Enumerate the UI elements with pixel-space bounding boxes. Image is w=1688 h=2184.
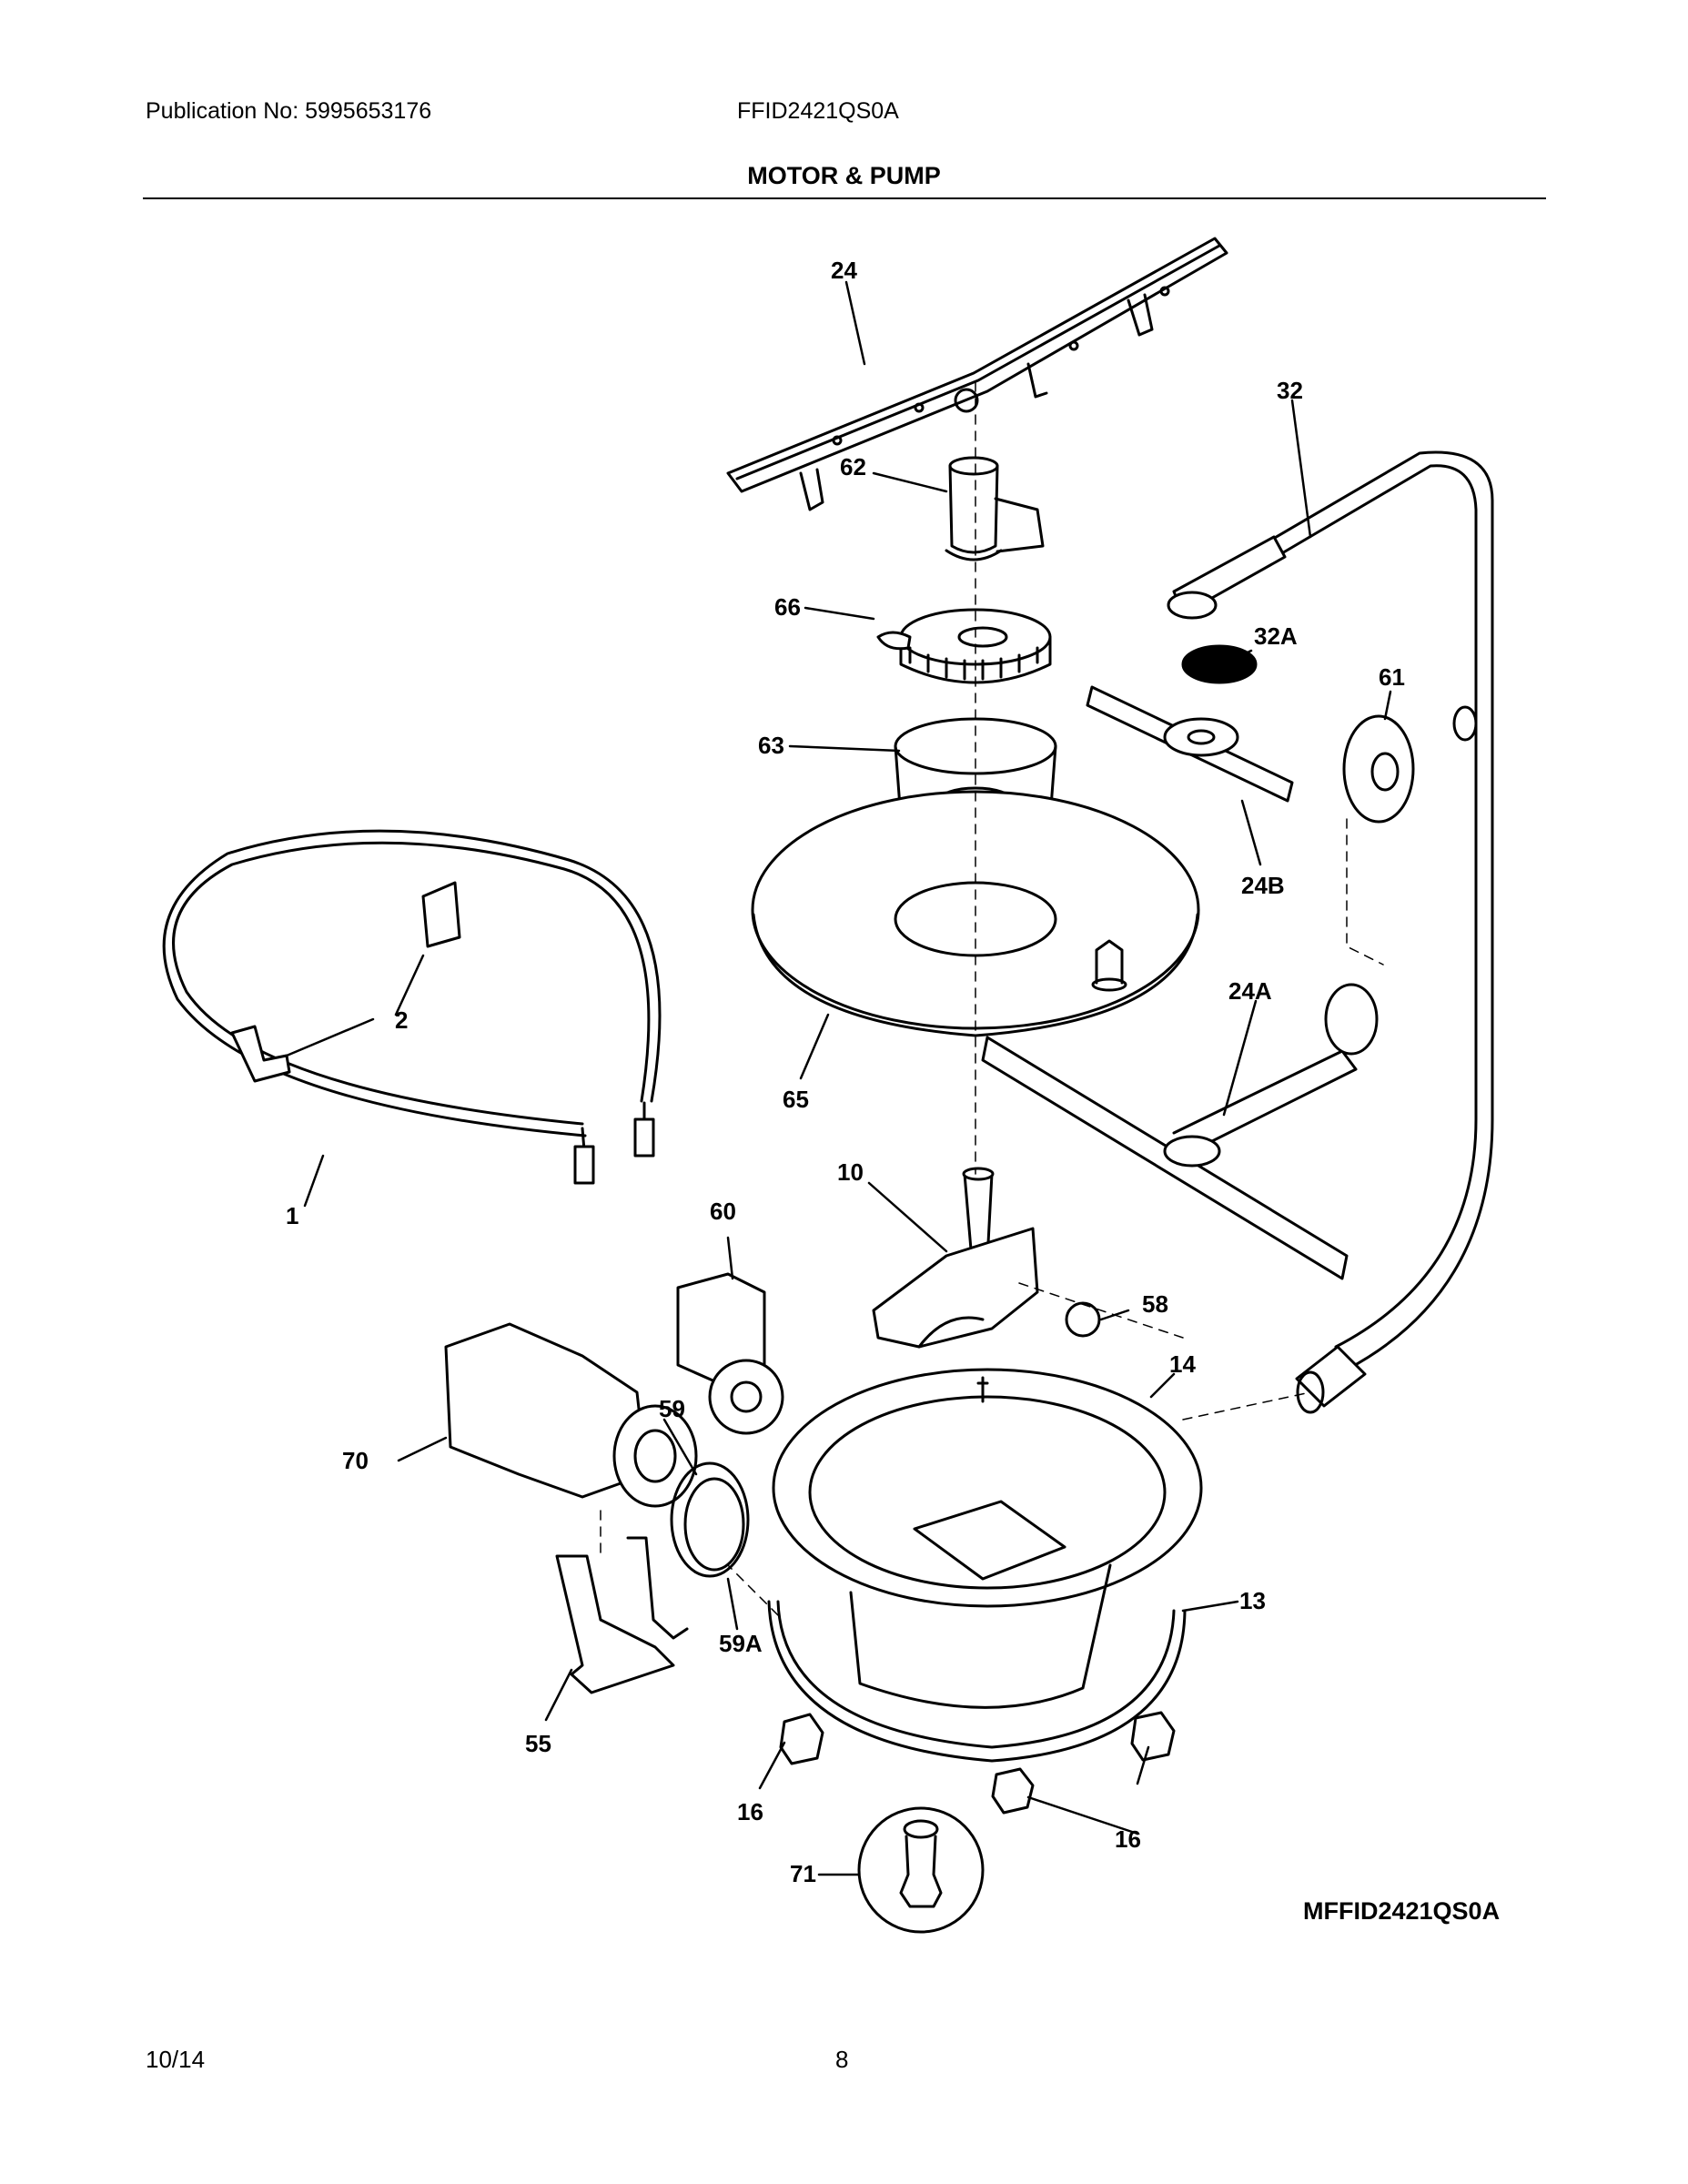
footer-date: 10/14 — [146, 2046, 206, 2073]
callout-24A: 24A — [1228, 977, 1272, 1005]
callout-16-left: 16 — [737, 1798, 763, 1825]
callout-2: 2 — [395, 1006, 408, 1034]
washer-part — [1342, 714, 1415, 824]
callout-14: 14 — [1169, 1350, 1196, 1378]
callout-65: 65 — [783, 1086, 809, 1113]
callout-1: 1 — [286, 1202, 298, 1229]
sump-seal-part — [767, 1600, 1187, 1763]
callout-10: 10 — [837, 1158, 864, 1186]
callout-13: 13 — [1239, 1587, 1266, 1614]
spray-arm-24B-part — [1086, 685, 1294, 803]
header-rule — [143, 197, 1546, 199]
lower-spray-arm-part — [981, 983, 1379, 1280]
callout-32A: 32A — [1254, 622, 1298, 650]
clip-part-right — [1130, 1711, 1176, 1762]
callout-61: 61 — [1379, 663, 1405, 691]
seal-32A-part — [1181, 644, 1258, 684]
callout-66: 66 — [774, 593, 801, 621]
clip-part-center — [991, 1767, 1035, 1815]
callout-60: 60 — [710, 1198, 736, 1225]
callout-70: 70 — [342, 1447, 369, 1474]
drain-pump-part — [676, 1272, 784, 1435]
callout-59A: 59A — [719, 1630, 763, 1657]
supply-tube-part — [1167, 450, 1494, 1414]
publication-number: Publication No: 5995653176 — [146, 98, 432, 124]
page-number: 8 — [835, 2046, 849, 2073]
leader-lines — [285, 280, 1392, 1876]
gasket-part — [670, 1461, 750, 1578]
diverter-housing-part — [872, 1167, 1039, 1349]
callout-24: 24 — [831, 257, 857, 284]
clip-part-left — [779, 1713, 824, 1765]
upper-spray-arm-part — [726, 237, 1228, 511]
valve-part — [857, 1806, 985, 1934]
callout-24B: 24B — [1241, 872, 1285, 899]
diagram-code: MFFID2421QS0A — [1303, 1897, 1501, 1925]
motor-part — [444, 1322, 698, 1508]
callout-55: 55 — [525, 1730, 551, 1757]
callout-58: 58 — [1142, 1290, 1168, 1318]
sump-part — [772, 1368, 1203, 1709]
motor-bracket-part — [555, 1536, 689, 1694]
callout-59: 59 — [659, 1395, 685, 1422]
assembly-lines — [600, 381, 1384, 1616]
model-number: FFID2421QS0A — [737, 98, 899, 124]
callout-labels: 24 62 32 66 32A 61 63 24B 2 24A 65 1 10 … — [286, 257, 1405, 1887]
callout-62: 62 — [840, 453, 866, 480]
page-title: MOTOR & PUMP — [747, 162, 941, 189]
connector-part — [230, 881, 461, 1083]
callout-63: 63 — [758, 732, 784, 759]
gear-part — [876, 608, 1052, 684]
callout-32: 32 — [1277, 377, 1303, 404]
callout-71: 71 — [790, 1860, 816, 1887]
ball-part — [1065, 1301, 1101, 1338]
spray-arm-mount-part — [945, 456, 1045, 561]
heating-element-part — [162, 829, 662, 1185]
callout-16-right: 16 — [1115, 1825, 1141, 1853]
